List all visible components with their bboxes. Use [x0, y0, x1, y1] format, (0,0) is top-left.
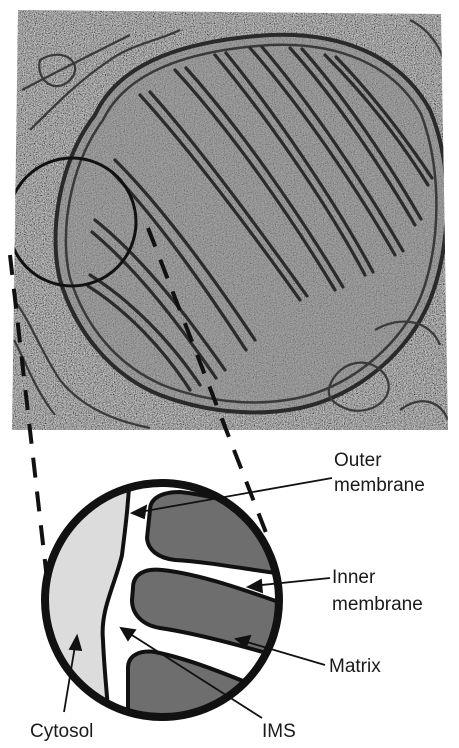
- micrograph: [0, 0, 459, 440]
- label-inner-membrane-line1: Inner: [332, 567, 376, 588]
- label-cytosol: Cytosol: [30, 721, 93, 742]
- label-ims: IMS: [262, 721, 296, 742]
- label-outer-membrane-line1: Outer: [334, 450, 382, 471]
- label-matrix: Matrix: [329, 656, 381, 677]
- label-outer-membrane-line2: membrane: [334, 475, 425, 496]
- inset-diagram: [40, 470, 290, 740]
- label-inner-membrane-line2: membrane: [332, 594, 423, 615]
